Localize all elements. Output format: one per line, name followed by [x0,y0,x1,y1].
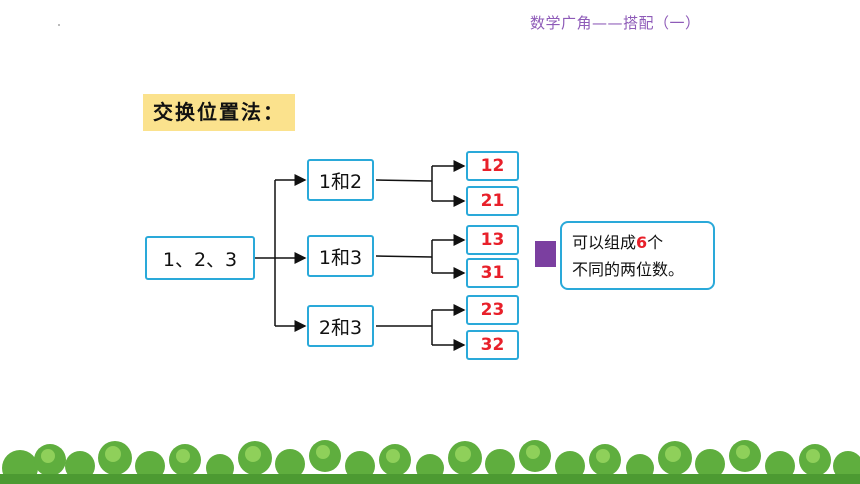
pair-box-1: 1和2 [307,159,374,201]
square-marker-icon [535,241,556,267]
decorative-dot [58,24,60,26]
pair-box-3: 2和3 [307,305,374,347]
conclusion-text: 可以组成 [572,233,637,252]
conclusion-text: 个 [647,233,664,252]
conclusion-line-1: 可以组成6个 [572,229,703,256]
conclusion-line-2: 不同的两位数。 [572,260,685,279]
result-box: 32 [466,330,519,360]
bush-border-decoration [0,440,860,484]
result-box: 12 [466,151,519,181]
method-label: 交换位置法： [143,94,295,131]
result-box: 31 [466,258,519,288]
source-numbers-box: 1、2、3 [145,236,255,280]
combination-count: 6 [636,233,648,252]
pair-box-2: 1和3 [307,235,374,277]
result-box: 23 [466,295,519,325]
page-title: 数学广角——搭配（一） [530,14,701,32]
result-box: 21 [466,186,519,216]
result-box: 13 [466,225,519,255]
tree-connectors [255,160,466,351]
conclusion-box: 可以组成6个 不同的两位数。 [560,221,715,290]
